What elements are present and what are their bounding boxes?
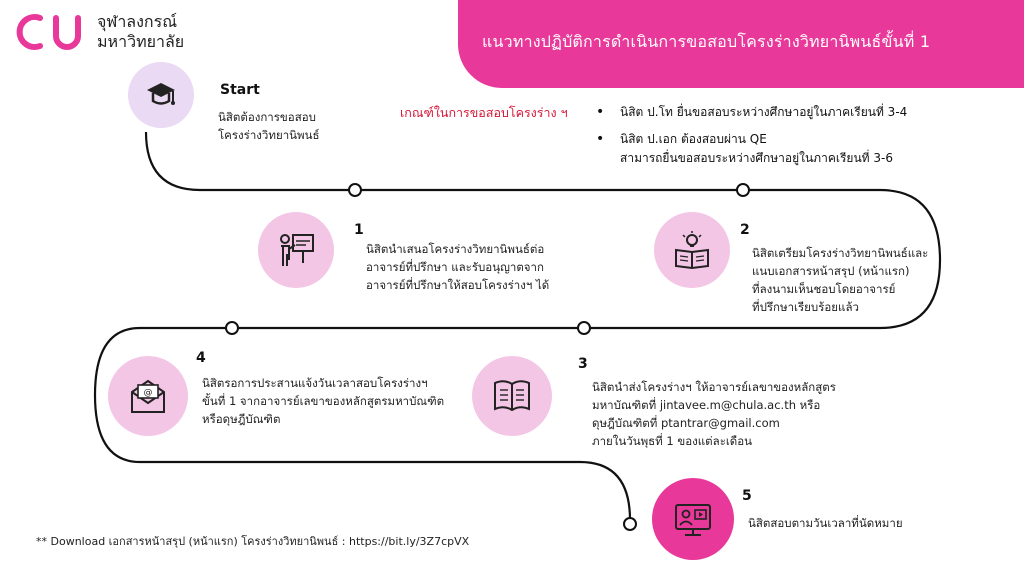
criteria-line: นิสิต ป.โท ยื่นขอสอบระหว่างศึกษาอยู่ในภา…: [620, 105, 908, 119]
path-nodes: [225, 183, 750, 531]
step1-description: นิสิตนำเสนอโครงร่างวิทยานิพนธ์ต่อ อาจารย…: [366, 240, 549, 294]
step2-description: นิสิตเตรียมโครงร่างวิทยานิพนธ์และ แนบเอก…: [752, 244, 928, 316]
presentation-icon: [280, 234, 314, 266]
step5-line: นิสิตสอบตามวันเวลาที่นัดหมาย: [748, 516, 903, 530]
path-node: [348, 183, 362, 197]
step4-icon-circle: @: [108, 356, 188, 436]
open-book-icon: [494, 380, 530, 412]
step5-description: นิสิตสอบตามวันเวลาที่นัดหมาย: [748, 514, 903, 532]
step2-line: นิสิตเตรียมโครงร่างวิทยานิพนธ์และ: [752, 246, 929, 260]
path-node: [623, 517, 637, 531]
svg-text:@: @: [144, 388, 153, 398]
idea-book-icon: [675, 231, 709, 270]
logo-text-line1: จุฬาลงกรณ์: [97, 12, 178, 31]
chula-logo-icon: [16, 14, 81, 50]
start-label: Start: [220, 82, 260, 98]
criteria-line: สามารถยื่นขอสอบระหว่างศึกษาอยู่ในภาคเรีย…: [620, 151, 893, 165]
logo-text-line2: มหาวิทยาลัย: [97, 32, 185, 51]
step3-line: นิสิตนำส่งโครงร่างฯ ให้อาจารย์เลขาของหลั…: [592, 380, 836, 394]
start-line: นิสิตต้องการขอสอบ: [218, 110, 316, 124]
download-footnote: ** Download เอกสารหน้าสรุป (หน้าแรก) โคร…: [36, 535, 470, 548]
step4-line: นิสิตรอการประสานแจ้งวันเวลาสอบโครงร่างฯ: [202, 376, 428, 390]
page-title: แนวทางปฏิบัติการดำเนินการขอสอบโครงร่างวิ…: [482, 32, 931, 51]
step5-icon-circle: [652, 478, 734, 560]
path-node: [577, 321, 591, 335]
path-node: [736, 183, 750, 197]
step2-line: ที่ปรึกษาเรียบร้อยแล้ว: [752, 300, 859, 314]
step2-number: 2: [740, 222, 750, 238]
step4-number: 4: [196, 350, 206, 366]
graduation-cap-icon: [147, 83, 175, 105]
start-icon-circle: [128, 62, 194, 128]
step4-line: หรือดุษฎีบัณฑิต: [202, 412, 281, 426]
step1-line: นิสิตนำเสนอโครงร่างวิทยานิพนธ์ต่อ: [366, 242, 545, 256]
email-envelope-icon: @: [131, 379, 165, 413]
step4-description: นิสิตรอการประสานแจ้งวันเวลาสอบโครงร่างฯ …: [202, 374, 444, 428]
step2-icon-circle: [654, 212, 730, 288]
step1-icon-circle: [258, 212, 334, 288]
step4-line: ขั้นที่ 1 จากอาจารย์เลขาของหลักสูตรมหาบั…: [202, 394, 445, 408]
step3-line: มหาบัณฑิตที่ jintavee.m@chula.ac.th หรือ: [592, 398, 821, 412]
step1-line: อาจารย์ที่ปรึกษา และรับอนุญาตจาก: [366, 260, 544, 274]
step1-number: 1: [354, 222, 364, 238]
criteria-item: นิสิต ป.โท ยื่นขอสอบระหว่างศึกษาอยู่ในภา…: [596, 103, 907, 122]
step3-icon-circle: [472, 356, 552, 436]
video-conference-icon: [675, 504, 711, 536]
step5-number: 5: [742, 488, 752, 504]
step3-line: ภายในวันพุธที่ 1 ของแต่ละเดือน: [592, 434, 753, 448]
start-line: โครงร่างวิทยานิพนธ์: [218, 128, 320, 142]
start-description: นิสิตต้องการขอสอบ โครงร่างวิทยานิพนธ์: [218, 108, 319, 144]
step1-line: อาจารย์ที่ปรึกษาให้สอบโครงร่างฯ ได้: [366, 278, 550, 292]
criteria-line: นิสิต ป.เอก ต้องสอบผ่าน QE: [620, 132, 767, 146]
criteria-title: เกณฑ์ในการขอสอบโครงร่าง ฯ: [400, 105, 568, 120]
step3-line: ดุษฎีบัณฑิตที่ ptantrar@gmail.com: [592, 416, 780, 430]
criteria-item: นิสิต ป.เอก ต้องสอบผ่าน QE สามารถยื่นขอส…: [596, 130, 907, 168]
criteria-list: นิสิต ป.โท ยื่นขอสอบระหว่างศึกษาอยู่ในภา…: [596, 103, 907, 176]
title-banner: [458, 0, 1024, 88]
path-node: [225, 321, 239, 335]
step3-number: 3: [578, 356, 588, 372]
step3-description: นิสิตนำส่งโครงร่างฯ ให้อาจารย์เลขาของหลั…: [592, 378, 836, 450]
step2-line: แนบเอกสารหน้าสรุป (หน้าแรก): [752, 264, 910, 278]
step2-line: ที่ลงนามเห็นชอบโดยอาจารย์: [752, 282, 896, 296]
